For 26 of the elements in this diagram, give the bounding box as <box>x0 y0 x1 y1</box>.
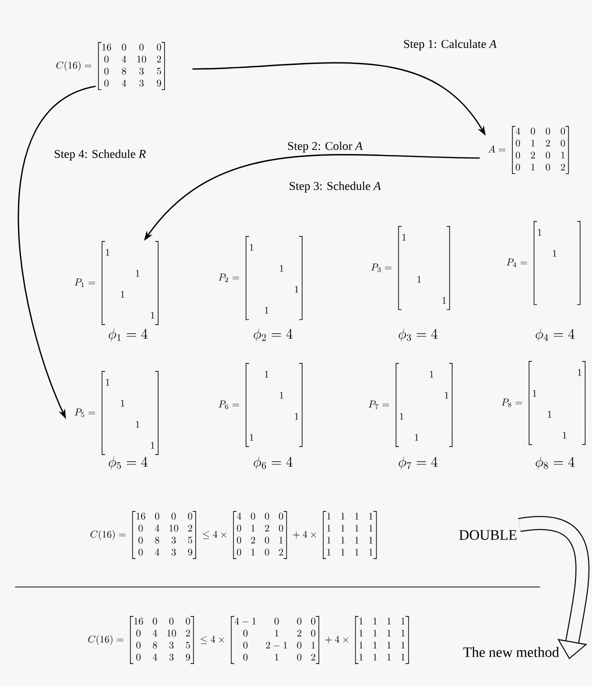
matrix-equation: $P_2=\begin{bmatrix}1&&&\\&&1&\\&&&1\\&1&&\end{bmatrix}$ <box>218 236 303 320</box>
text-label: The new method <box>463 646 560 658</box>
matrix-equation: $P_3=\begin{bmatrix}1&&&\\&&&\\&1&&\\&&&1\end{bmatrix}$ <box>371 226 450 310</box>
phi-label: $\phi_8 = 4$ <box>536 456 574 470</box>
matrix-equation: $P_5=\begin{bmatrix}1&&&\\&1&&\\&&1&\\&&&1\end{bmatrix}$ <box>74 371 159 455</box>
text-label: DOUBLE <box>459 530 516 540</box>
phi-label: $\phi_1 = 4$ <box>108 328 148 342</box>
edge-label: Step 4: Schedule R <box>53 148 147 162</box>
phi-label: $\phi_6 = 4$ <box>254 456 292 470</box>
phi-label: $\phi_2 = 4$ <box>254 328 292 342</box>
edge-label: Step 1: Calculate A <box>402 38 498 52</box>
matrix-equation: $P_6=\begin{bmatrix}&1&&\\&&1&\\&&&1\\1&&&\end{bmatrix}$ <box>218 363 303 447</box>
matrix-equation: $A=\begin{bmatrix}4&0&0&0\\0&1&2&0\\0&2&0&1\\0&1&0&2\end{bmatrix}$ <box>488 126 569 174</box>
matrix-equation: $P_8=\begin{bmatrix}&&&1\\1&&&\\&1&&\\&&1&\end{bmatrix}$ <box>502 361 586 445</box>
edge-label: Step 2: Color A <box>286 140 364 154</box>
inequality-formula: $C(16)=\begin{bmatrix}16&0&0&0\\0&4&10&2\\0&8&3&5\\0&4&3&9\end{bmatrix}\le 4\times\begin{bmatrix}4&0&0&0\\0&1&2&0\\0&2&0&1\\0&1&0&2\end{bmatrix}+4\times\begin{bmatrix}1&1&1&1\\1&1&1&1\\1&1&1&1\\1&1&1&1\end{bmatrix}$ <box>90 511 377 559</box>
inequality-formula: $C(16)=\begin{bmatrix}16&0&0&0\\0&4&10&2\\0&8&3&5\\0&4&3&9\end{bmatrix}\le 4\times\begin{bmatrix}4-1&0&0&0\\0&1&2&0\\0&2-1&0&1\\0&1&0&2\end{bmatrix}+4\times\begin{bmatrix}1&1&1&1\\1&1&1&1\\1&1&1&1\\1&1&1&1\end{bmatrix}$ <box>88 616 409 664</box>
matrix-equation: $C(16)=\begin{bmatrix}16&0&0&0\\0&4&10&2\\0&8&3&5\\0&4&3&9\end{bmatrix}$ <box>56 42 165 90</box>
phi-label: $\phi_4 = 4$ <box>536 328 574 342</box>
phi-label: $\phi_5 = 4$ <box>108 456 148 470</box>
phi-label: $\phi_3 = 4$ <box>398 328 438 342</box>
matrix-equation: $P_7=\begin{bmatrix}&&1&\\&&&1\\1&&&\\&1&&\end{bmatrix}$ <box>368 363 453 447</box>
step-label: Step 3: Schedule A <box>290 182 381 192</box>
matrix-equation: $P_1=\begin{bmatrix}1&&&\\&&1&\\&1&&\\&&&1\end{bmatrix}$ <box>74 241 159 325</box>
phi-label: $\phi_7 = 4$ <box>398 456 438 470</box>
matrix-equation: $P_4=\begin{bmatrix}1&&&\\&1&&\\&&&\\&&&\end{bmatrix}$ <box>506 221 580 305</box>
